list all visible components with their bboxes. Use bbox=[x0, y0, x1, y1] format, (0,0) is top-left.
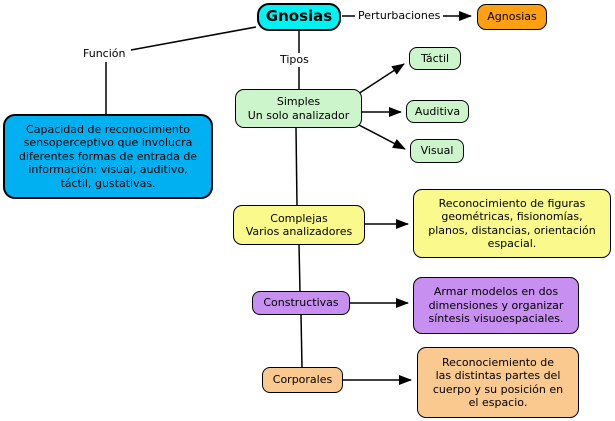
node-complejas-description[interactable]: Reconocimiento de figuras geométricas, f… bbox=[413, 189, 611, 258]
link-label-tipos: Tipos bbox=[277, 53, 312, 67]
node-agnosias[interactable]: Agnosias bbox=[477, 4, 547, 30]
edge-simples-tactil bbox=[357, 63, 405, 95]
edge-gnosias-funcion bbox=[130, 26, 257, 51]
node-constructivas[interactable]: Constructivas bbox=[252, 291, 350, 315]
node-simples[interactable]: Simples Un solo analizador bbox=[235, 89, 362, 128]
node-corporales[interactable]: Corporales bbox=[262, 367, 343, 393]
edge-constructivas-corporales bbox=[300, 313, 303, 369]
node-funcion-description[interactable]: Capacidad de reconocimiento sensopercept… bbox=[3, 114, 213, 199]
link-label-perturbaciones: Perturbaciones bbox=[355, 9, 444, 23]
edge-simples-complejas bbox=[295, 127, 298, 207]
node-auditiva[interactable]: Auditiva bbox=[406, 100, 469, 123]
node-visual[interactable]: Visual bbox=[410, 139, 464, 163]
node-tactil[interactable]: Táctil bbox=[409, 47, 461, 70]
node-constructivas-description[interactable]: Armar modelos en dos dimensiones y organ… bbox=[413, 277, 579, 334]
node-gnosias[interactable]: Gnosias bbox=[257, 3, 341, 31]
node-corporales-description[interactable]: Reconociemiento de las distintas partes … bbox=[417, 347, 579, 418]
link-label-funcion: Función bbox=[80, 47, 129, 61]
edge-complejas-constructivas bbox=[298, 243, 301, 293]
edge-simples-visual bbox=[356, 123, 406, 150]
node-complejas[interactable]: Complejas Varios analizadores bbox=[233, 205, 365, 245]
